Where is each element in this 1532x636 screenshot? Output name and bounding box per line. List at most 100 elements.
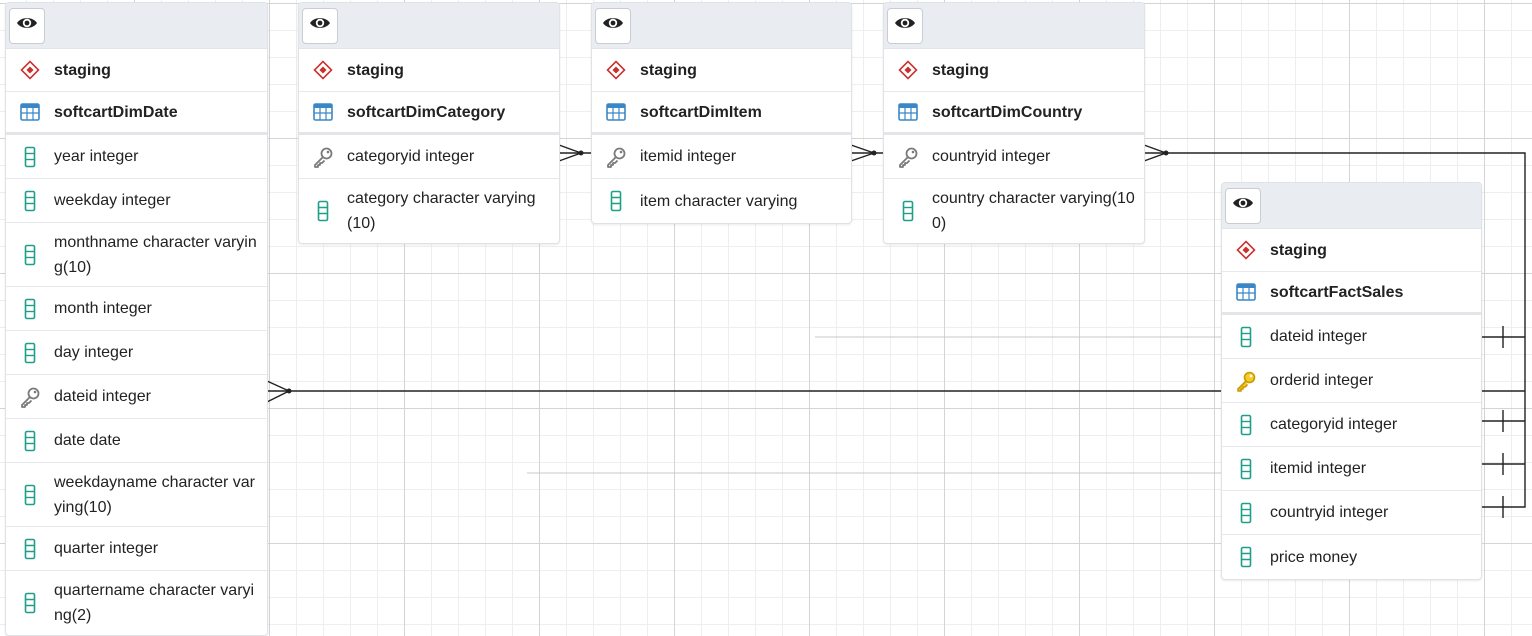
column-row[interactable]: month integer [6,287,267,331]
column-icon [19,146,41,168]
table-softcartDimCategory[interactable]: staging softcartDimCategory categoryid i… [298,2,560,244]
column-icon [1235,414,1257,436]
column-icon [605,190,627,212]
column-icon [312,200,334,222]
column-row[interactable]: countryid integer [884,135,1144,179]
eye-icon [894,15,916,36]
schema-name: staging [347,61,404,79]
primary-key-icon [897,146,919,168]
column-row[interactable]: categoryid integer [299,135,559,179]
column-icon [19,592,41,614]
column-row[interactable]: categoryid integer [1222,403,1481,447]
column-icon [1235,502,1257,524]
column-label: quartername character varying(2) [54,582,255,624]
column-row[interactable]: itemid integer [1222,447,1481,491]
column-icon [19,538,41,560]
column-row[interactable]: weekdayname character varying(10) [6,463,267,527]
column-label: category character varying (10) [347,190,536,232]
table-softcartDimDate[interactable]: staging softcartDimDate year integer wee… [5,2,268,636]
table-softcartFactSales[interactable]: staging softcartFactSales dateid integer… [1221,182,1482,580]
column-icon [19,342,41,364]
column-label: weekday integer [54,192,171,209]
table-icon [897,101,919,123]
schema-icon [605,59,627,81]
eye-icon [1232,195,1254,216]
table-name-row: softcartDimItem [592,92,851,135]
primary-key-icon [605,146,627,168]
eye-icon [309,15,331,36]
column-row[interactable]: countryid integer [1222,491,1481,535]
schema-icon [897,59,919,81]
column-label: dateid integer [1270,328,1367,345]
column-icon [897,200,919,222]
column-label: item character varying [640,192,798,210]
column-row[interactable]: dateid integer [6,375,267,419]
column-icon [1235,458,1257,480]
eye-toggle-button[interactable] [887,7,923,44]
column-row[interactable]: quartername character varying(2) [6,571,267,635]
table-icon [605,101,627,123]
column-label: countryid integer [932,148,1051,165]
table-header [299,3,559,49]
column-label: itemid integer [1270,460,1367,477]
column-row[interactable]: weekday integer [6,179,267,223]
column-label: itemid integer [640,148,737,165]
column-label: categoryid integer [1270,416,1398,433]
column-label: monthname character varying(10) [54,233,257,276]
primary-key-icon [19,386,41,408]
column-label: day integer [54,344,134,361]
table-softcartDimItem[interactable]: staging softcartDimItem itemid integer i… [591,2,852,224]
column-label: quarter integer [54,540,159,557]
link-item-country[interactable] [850,144,884,162]
table-icon [19,101,41,123]
table-header [1222,183,1481,229]
column-row[interactable]: date date [6,419,267,463]
column-label: country character varying(100) [932,190,1135,232]
eye-toggle-button[interactable] [9,7,45,44]
column-row[interactable]: monthname character varying(10) [6,223,267,287]
link-country-factsales[interactable] [1143,144,1526,518]
link-date-factsales[interactable] [266,380,1221,403]
column-label: month integer [54,300,152,317]
table-softcartDimCountry[interactable]: staging softcartDimCountry countryid int… [883,2,1145,244]
column-row[interactable]: category character varying (10) [299,179,559,243]
schema-icon [312,59,334,81]
schema-row: staging [592,49,851,92]
column-row[interactable]: dateid integer [1222,315,1481,359]
link-category-item[interactable] [558,144,592,162]
column-row[interactable]: item character varying [592,179,851,223]
column-row[interactable]: day integer [6,331,267,375]
table-name-row: softcartFactSales [1222,272,1481,315]
table-name-row: softcartDimCountry [884,92,1144,135]
schema-row: staging [6,49,267,92]
schema-name: staging [1270,241,1327,259]
table-name: softcartDimDate [54,103,178,121]
table-name: softcartDimCategory [347,103,506,121]
eye-toggle-button[interactable] [595,7,631,44]
table-header [6,3,267,49]
column-label: date date [54,432,121,449]
table-icon [1235,281,1257,303]
eye-toggle-button[interactable] [1225,187,1261,224]
column-row[interactable]: year integer [6,135,267,179]
column-icon [19,484,41,506]
schema-row: staging [299,49,559,92]
schema-name: staging [932,61,989,79]
table-name-row: softcartDimCategory [299,92,559,135]
column-label: categoryid integer [347,148,475,165]
schema-name: staging [54,61,111,79]
column-row[interactable]: quarter integer [6,527,267,571]
eye-icon [16,15,38,36]
column-row[interactable]: orderid integer [1222,359,1481,403]
schema-icon [19,59,41,81]
column-icon [19,190,41,212]
table-header [884,3,1144,49]
column-row[interactable]: country character varying(100) [884,179,1144,243]
table-name: softcartFactSales [1270,283,1404,301]
column-row[interactable]: price money [1222,535,1481,579]
column-label: weekdayname character varying(10) [54,473,255,516]
column-row[interactable]: itemid integer [592,135,851,179]
eye-toggle-button[interactable] [302,7,338,44]
table-name: softcartDimCountry [932,103,1083,121]
